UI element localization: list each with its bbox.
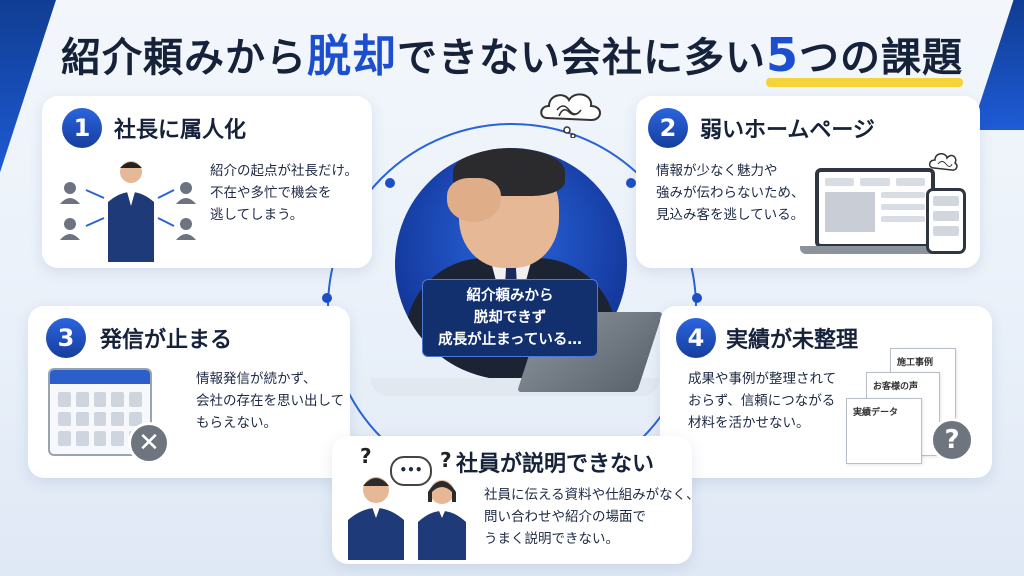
confused-staff-illustration: [348, 477, 466, 560]
document-label: 施工事例: [897, 358, 934, 368]
desc-line: 紹介の起点が社長だけ。: [210, 163, 358, 179]
issue-number-badge: 1: [62, 108, 102, 148]
document-icon: 実績データ: [846, 398, 922, 464]
issue-description: 紹介の起点が社長だけ。 不在や多忙で機会を 逃してしまう。: [210, 160, 358, 226]
smartphone-icon: [926, 188, 966, 254]
issue-number-badge: 2: [648, 108, 688, 148]
issue-description: 情報発信が続かず、 会社の存在を思い出して もらえない。: [196, 368, 344, 434]
desc-line: 逃してしまう。: [210, 207, 304, 223]
center-caption: 紹介頼みから 脱却できず 成長が止まっている…: [422, 279, 598, 357]
ring-dot: [322, 293, 332, 303]
ring-dot: [626, 178, 636, 188]
desc-line: 社員に伝える資料や仕組みがなく、: [484, 487, 700, 503]
desc-line: 強みが伝わらないため、: [656, 185, 805, 201]
document-label: お客様の声: [873, 382, 919, 392]
question-icon: ?: [930, 418, 974, 462]
issue-title: 実績が未整理: [726, 328, 859, 353]
ring-dot: [385, 178, 395, 188]
title-part3: できない: [396, 35, 561, 81]
issue-description: 情報が少なく魅力や 強みが伝わらないため、 見込み客を逃している。: [656, 160, 805, 226]
issue-description: 社員に伝える資料や仕組みがなく、 問い合わせや紹介の場面で うまく説明できない。: [484, 484, 700, 550]
ceo-with-contacts-illustration: [60, 161, 196, 262]
title-part6: つの課題: [799, 35, 963, 81]
desc-line: おらず、信頼につながる: [688, 393, 836, 409]
desc-line: 問い合わせや紹介の場面で: [484, 509, 646, 525]
issue-description: 成果や事例が整理されて おらず、信頼につながる 材料を活かせない。: [688, 368, 836, 434]
desc-line: もらえない。: [196, 415, 277, 431]
issue-number-badge: 3: [46, 318, 86, 358]
cross-icon: ✕: [128, 422, 170, 464]
desc-line: 情報が少なく魅力や: [656, 163, 778, 179]
desc-line: うまく説明できない。: [484, 531, 619, 547]
issue-title: 弱いホームページ: [700, 118, 875, 143]
desc-line: 見込み客を逃している。: [656, 207, 805, 223]
center-caption-line: 紹介頼みから: [466, 288, 554, 304]
speech-bubble-icon: •••: [390, 456, 432, 486]
center-caption-line: 脱却できず: [473, 310, 547, 326]
issue-title: 社員が説明できない: [456, 452, 655, 477]
question-mark-icon: ?: [360, 444, 372, 468]
document-label: 実績データ: [853, 408, 899, 418]
small-worry-cloud-icon: [928, 153, 958, 171]
desc-line: 成果や事例が整理されて: [688, 371, 837, 387]
title-part5: 5: [765, 28, 799, 82]
question-mark-icon: ?: [440, 448, 452, 472]
title-part2: 脱却: [306, 31, 397, 82]
title-part1: 紹介頼みから: [60, 35, 307, 81]
monitor-stand: [800, 246, 950, 254]
issue-number-badge: 4: [676, 318, 716, 358]
issue-title: 発信が止まる: [100, 328, 233, 353]
desc-line: 情報発信が続かず、: [196, 371, 317, 387]
issue-title: 社長に属人化: [114, 118, 247, 143]
title-highlight: 5つの課題: [765, 25, 964, 87]
page-title: 紹介頼みから脱却できない会社に多い5つの課題: [0, 20, 1024, 87]
desc-line: 不在や多忙で機会を: [210, 185, 332, 201]
website-monitor-icon: [815, 168, 935, 248]
title-part4: 会社に多い: [560, 35, 766, 81]
ring-dot: [692, 293, 702, 303]
center-caption-line: 成長が止まっている…: [438, 332, 582, 348]
person-hand: [447, 178, 501, 222]
desc-line: 会社の存在を思い出して: [196, 393, 345, 409]
worry-cloud-icon: [540, 93, 601, 138]
desc-line: 材料を活かせない。: [688, 415, 810, 431]
